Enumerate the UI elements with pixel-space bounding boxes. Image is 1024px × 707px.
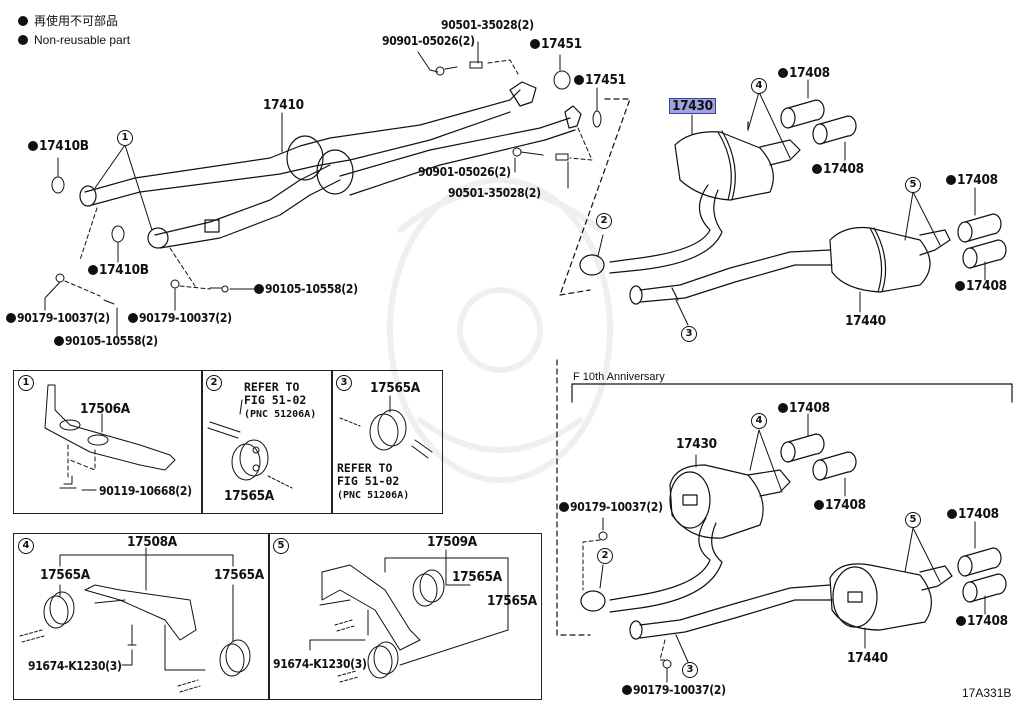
detail-4-number: 4 — [18, 538, 34, 554]
legend-non-reusable-en: Non-reusable part — [18, 33, 130, 47]
detail-box-3 — [331, 370, 443, 514]
detail-box-2 — [201, 370, 333, 514]
detail-5-bracket-label[interactable]: 17509A — [427, 534, 477, 550]
figure-code: 17A331B — [962, 686, 1012, 700]
watermark-emblem — [387, 177, 613, 483]
detail-3-refer-line3: (PNC 51206A) — [337, 490, 410, 501]
front-pipe-17410 — [79, 81, 582, 249]
anniv-callout-5[interactable]: 5 — [905, 512, 921, 528]
detail-1-bracket-label[interactable]: 17506A — [80, 401, 130, 417]
leader-lines-rear — [597, 79, 986, 326]
detail-2-refer-line3: (PNC 51206A) — [244, 409, 317, 420]
legend-text-en: Non-reusable part — [34, 33, 131, 47]
detail-1-bracket — [44, 384, 176, 491]
callout-4[interactable]: 4 — [751, 78, 767, 94]
part-label-90501-top[interactable]: 90501-35028(2) — [441, 18, 534, 32]
detail-1-bolt-label[interactable]: 90119-10668(2) — [99, 484, 192, 498]
callout-3[interactable]: 3 — [681, 326, 697, 342]
part-label-90105-bottom[interactable]: 90105-10558(2) — [54, 334, 158, 348]
muffler-17440-main — [629, 226, 951, 305]
detail-2-refer-note: REFER TO FIG 51-02 (PNC 51206A) — [244, 381, 316, 421]
callout-2[interactable]: 2 — [596, 213, 612, 229]
anniv-callout-3[interactable]: 3 — [682, 662, 698, 678]
part-label-17410b-bottom[interactable]: 17410B — [88, 263, 149, 277]
detail-3-hanger — [339, 395, 433, 459]
part-label-17451-b[interactable]: 17451 — [574, 73, 626, 87]
detail-2-refer-line2[interactable]: FIG 51-02 — [244, 393, 307, 407]
anniversary-bracket — [571, 383, 1013, 403]
detail-3-refer-note: REFER TO FIG 51-02 (PNC 51206A) — [337, 462, 409, 502]
detail-2-hanger-label[interactable]: 17565A — [224, 488, 274, 504]
detail-2-number: 2 — [206, 375, 222, 391]
leader-lines-front — [44, 41, 602, 337]
callout-5[interactable]: 5 — [905, 177, 921, 193]
part-label-90179-mid[interactable]: 90179-10037(2) — [128, 311, 232, 325]
detail-4-hanger-right-label[interactable]: 17565A — [214, 567, 264, 583]
tips-anniv — [780, 433, 1007, 603]
tips-main — [780, 99, 1007, 269]
detail-1-number: 1 — [18, 375, 34, 391]
part-label-17408-3[interactable]: 17408 — [946, 173, 998, 187]
anniv-part-label-17408-1[interactable]: 17408 — [778, 401, 830, 415]
detail-box-4 — [13, 533, 270, 700]
detail-5-bracket — [309, 549, 509, 683]
part-label-90901-bottom[interactable]: 90901-05026(2) — [418, 165, 511, 179]
anniv-part-label-90179-top[interactable]: 90179-10037(2) — [559, 500, 663, 514]
anniv-part-label-17408-3[interactable]: 17408 — [947, 507, 999, 521]
part-label-90901-top[interactable]: 90901-05026(2) — [382, 34, 475, 48]
part-label-17440[interactable]: 17440 — [845, 313, 886, 329]
anniv-part-label-90179-bottom[interactable]: 90179-10037(2) — [622, 683, 726, 697]
detail-5-hanger-b-label[interactable]: 17565A — [487, 593, 537, 609]
muffler-17430-anniv — [580, 464, 791, 613]
part-label-17408-4[interactable]: 17408 — [955, 279, 1007, 293]
anniv-callout-4[interactable]: 4 — [751, 413, 767, 429]
detail-5-hanger-a-label[interactable]: 17565A — [452, 569, 502, 585]
detail-3-number: 3 — [336, 375, 352, 391]
detail-4-bolt-label[interactable]: 91674-K1230(3) — [28, 659, 122, 673]
part-label-90105-right[interactable]: 90105-10558(2) — [254, 282, 358, 296]
muffler-17440-anniv — [629, 563, 953, 640]
detail-5-number: 5 — [273, 538, 289, 554]
detail-3-refer-line2[interactable]: FIG 51-02 — [337, 474, 400, 488]
anniv-part-label-17408-4[interactable]: 17408 — [956, 614, 1008, 628]
dashed-link-main — [556, 98, 631, 636]
part-label-17410[interactable]: 17410 — [263, 97, 304, 113]
part-label-17410b-top[interactable]: 17410B — [28, 139, 89, 153]
legend-non-reusable-jp: 再使用不可部品 — [18, 12, 118, 29]
anniv-part-label-17430[interactable]: 17430 — [676, 436, 717, 452]
detail-4-bracket — [19, 547, 251, 693]
detail-3-refer-line1: REFER TO — [337, 461, 393, 475]
detail-box-5 — [268, 533, 542, 700]
part-label-17430-highlighted[interactable]: 17430 — [669, 98, 716, 114]
detail-4-bracket-label[interactable]: 17508A — [127, 534, 177, 550]
anniv-part-label-17408-2[interactable]: 17408 — [814, 498, 866, 512]
anniv-part-label-17440[interactable]: 17440 — [847, 650, 888, 666]
part-label-17408-2[interactable]: 17408 — [812, 162, 864, 176]
part-label-17451-a[interactable]: 17451 — [530, 37, 582, 51]
leader-lines-anniv — [582, 413, 986, 683]
legend-text-jp: 再使用不可部品 — [34, 14, 119, 28]
anniv-callout-2[interactable]: 2 — [597, 548, 613, 564]
muffler-17430-main — [579, 121, 801, 276]
variant-label: F 10th Anniversary — [573, 371, 665, 383]
detail-5-bolt-label[interactable]: 91674-K1230(3) — [273, 657, 367, 671]
detail-4-hanger-left-label[interactable]: 17565A — [40, 567, 90, 583]
part-label-90501-bottom[interactable]: 90501-35028(2) — [448, 186, 541, 200]
detail-2-hanger — [207, 399, 293, 489]
detail-3-hanger-label[interactable]: 17565A — [370, 380, 420, 396]
detail-2-refer-line1: REFER TO — [244, 380, 300, 394]
detail-box-1 — [13, 370, 203, 514]
part-label-17408-1[interactable]: 17408 — [778, 66, 830, 80]
part-label-90179-left[interactable]: 90179-10037(2) — [6, 311, 110, 325]
callout-1[interactable]: 1 — [117, 130, 133, 146]
